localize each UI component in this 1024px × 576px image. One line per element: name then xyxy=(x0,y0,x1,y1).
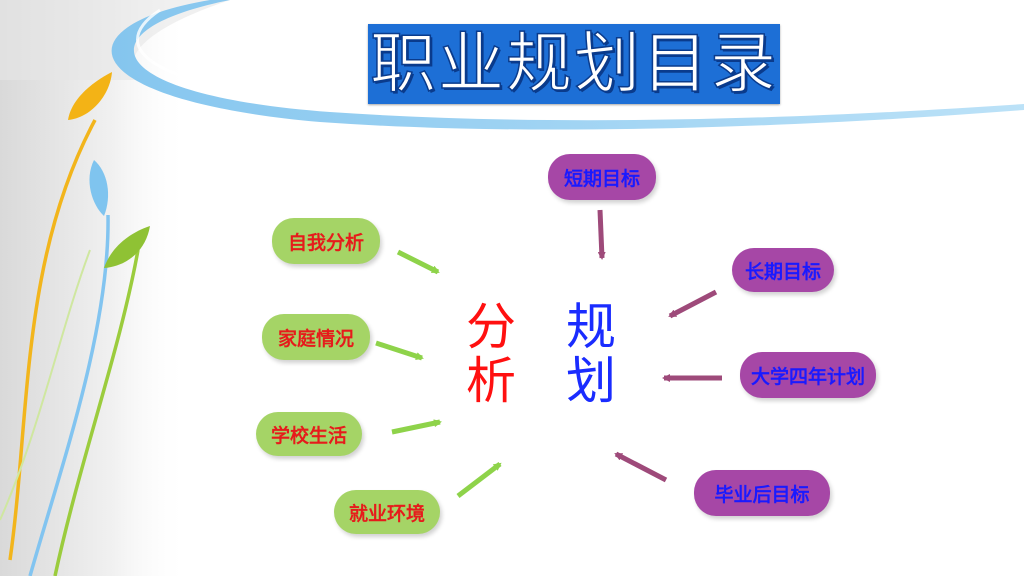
node-label: 毕业后目标 xyxy=(714,483,810,506)
node-after-graduation-goals: 毕业后目标 xyxy=(694,470,830,516)
node-label: 短期目标 xyxy=(563,167,640,190)
node-self-analysis: 自我分析 xyxy=(272,218,380,264)
node-label: 自我分析 xyxy=(287,231,364,254)
node-short-term-goals: 短期目标 xyxy=(548,154,656,200)
arrow-employment xyxy=(456,462,502,498)
node-label: 就业环境 xyxy=(348,502,425,525)
center-planning-char-1: 规 xyxy=(566,298,616,356)
node-label: 长期目标 xyxy=(744,260,821,283)
page-title: 职业规划目录 xyxy=(369,25,778,102)
arrow-family xyxy=(375,340,424,361)
center-analysis-char-2: 析 xyxy=(466,352,516,410)
node-label: 家庭情况 xyxy=(277,327,354,350)
node-four-year-plan: 大学四年计划 xyxy=(740,352,876,398)
arrow-after-graduation xyxy=(614,451,668,483)
node-label: 学校生活 xyxy=(270,424,347,447)
node-employment-environment: 就业环境 xyxy=(334,490,440,534)
center-planning-char-2: 划 xyxy=(566,352,616,410)
center-analysis-char-1: 分 xyxy=(466,298,516,356)
arrow-long-term xyxy=(668,289,718,319)
node-label: 大学四年计划 xyxy=(750,365,865,388)
arrow-school xyxy=(391,419,442,435)
node-school-life: 学校生活 xyxy=(256,412,362,456)
arrow-short-term xyxy=(597,209,606,260)
node-family-situation: 家庭情况 xyxy=(262,314,370,360)
title-banner: 职业规划目录 xyxy=(368,24,780,104)
arrow-self-analysis xyxy=(396,249,440,275)
node-long-term-goals: 长期目标 xyxy=(732,248,834,292)
